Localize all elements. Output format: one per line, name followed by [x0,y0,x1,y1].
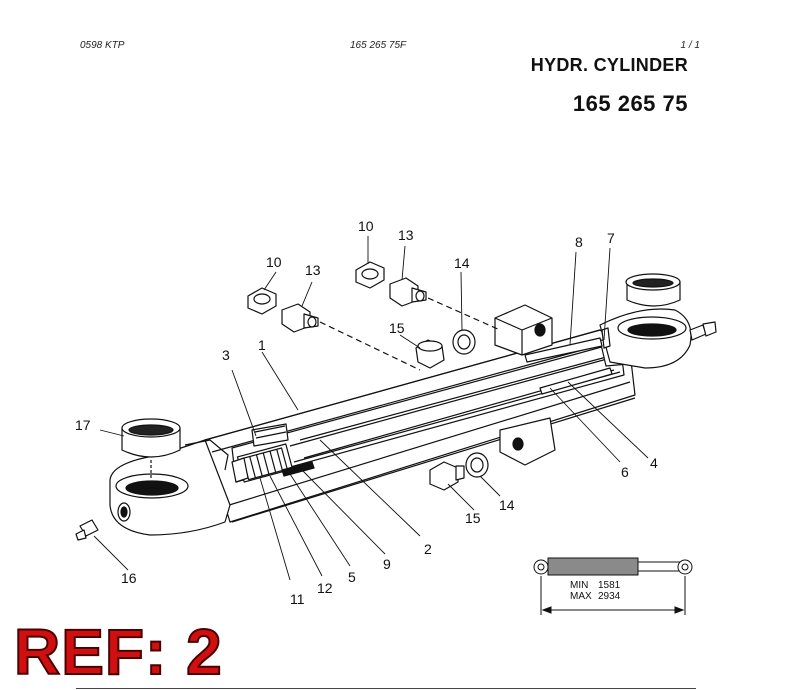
union-13-right [389,277,501,331]
callout-17: 17 [75,417,91,433]
callout-13-left: 13 [305,262,321,278]
dimension-barrel [547,557,639,576]
callout-8: 8 [575,234,583,250]
callout-1: 1 [258,337,266,353]
piston-seal-stack [242,447,288,481]
callout-10-left: 10 [266,254,282,270]
callout-14-top: 14 [454,255,470,271]
rod-eye [599,308,692,369]
sealing-washer-14-bottom [465,452,489,478]
union-13-left [281,303,421,371]
base-eye [109,439,231,536]
callout-14-bottom: 14 [499,497,515,513]
grease-nipple-left [75,519,99,541]
bushing-top-left [121,418,181,478]
page-indicator: 1 / 1 [680,40,700,51]
callout-7: 7 [607,230,615,246]
plug-15-bottom [429,461,465,491]
part-reference: 165 265 75F [350,40,407,51]
callout-15-bottom: 15 [465,510,481,526]
port-block-bottom [499,417,556,466]
callout-2: 2 [424,541,432,557]
callout-13-right: 13 [398,227,414,243]
rod-seal-kit [524,327,613,395]
callout-9: 9 [383,556,391,572]
plug-15-top [415,339,445,369]
part-number: 165 265 75 [572,91,688,116]
doc-code: 0598 KTP [80,40,125,51]
callout-6: 6 [621,464,629,480]
min-value: 1581 [598,580,621,591]
dimension-inset [533,557,693,615]
callout-12: 12 [317,580,333,596]
hex-nut-10-left [247,287,277,315]
max-value: 2934 [598,591,621,602]
callout-10-right: 10 [358,218,374,234]
bushing-top-right [625,273,681,307]
callout-16: 16 [121,570,137,586]
dimension-rod [637,561,681,572]
bottom-divider [76,688,696,689]
callout-11: 11 [290,591,305,607]
callout-leaders [93,236,649,581]
hex-nut-10-right [355,261,385,289]
callout-3: 3 [222,347,230,363]
callout-15-top: 15 [389,320,405,336]
callout-4: 4 [650,455,658,471]
page-title: HYDR. CYLINDER [530,55,688,75]
dimension-text: MIN 1581 MAX 2934 [570,580,621,602]
callout-labels: 1 2 3 4 5 6 7 8 9 10 10 11 12 13 13 14 1… [75,218,658,607]
port-block-top [494,304,553,356]
max-label: MAX [570,591,592,602]
grease-nipple-right [689,321,717,341]
callout-5: 5 [348,569,356,585]
piston-assembly [231,423,315,483]
sealing-washer-14-top [452,329,476,355]
ref-label: REF: 2 [13,616,223,688]
min-label: MIN [570,580,588,591]
